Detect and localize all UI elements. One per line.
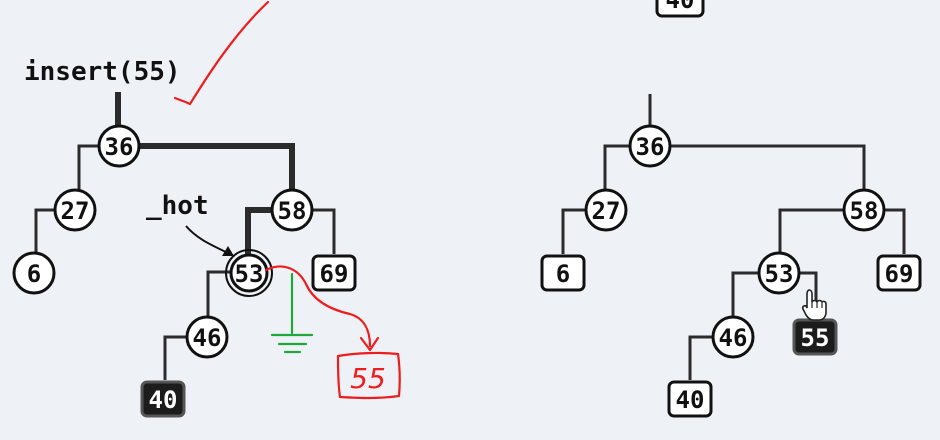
node-27-right: 27: [584, 188, 628, 232]
edge-58-53: [245, 207, 272, 256]
node-36-right: 36: [628, 124, 672, 168]
svg-text:36: 36: [636, 133, 665, 161]
node-55-new: 55: [792, 318, 838, 356]
svg-text:40: 40: [666, 0, 695, 14]
edge-36-58: [138, 143, 295, 190]
hand-cursor-icon: [801, 289, 827, 321]
node-40-right: 40: [667, 380, 713, 418]
node-46: 46: [185, 315, 229, 359]
check-mark-icon: [173, 0, 270, 106]
right-tree: 40 36 27 58 6 53: [540, 0, 922, 418]
svg-text:69: 69: [320, 260, 349, 288]
hot-label: _hot: [146, 191, 209, 221]
svg-text:40: 40: [149, 386, 178, 414]
edge-36-27-right: [603, 144, 630, 193]
node-6-right: 6: [540, 254, 586, 292]
node-36: 36: [97, 124, 141, 168]
svg-text:55: 55: [350, 362, 386, 395]
insert-caption: insert(55): [24, 57, 181, 87]
node-69: 69: [311, 254, 357, 292]
svg-text:27: 27: [61, 197, 90, 225]
svg-text:46: 46: [193, 324, 222, 352]
handwritten-node-55: 55: [336, 351, 401, 400]
svg-text:69: 69: [885, 260, 914, 288]
edge-46-40-right: [688, 335, 712, 380]
svg-text:27: 27: [592, 197, 621, 225]
node-46-right: 46: [711, 315, 755, 359]
svg-text:6: 6: [27, 260, 41, 288]
svg-text:58: 58: [278, 197, 307, 225]
node-58: 58: [270, 188, 314, 232]
svg-text:6: 6: [556, 260, 570, 288]
svg-text:58: 58: [850, 197, 879, 225]
edge-53-46-right: [731, 271, 759, 318]
node-40-highlighted: 40: [140, 380, 186, 418]
hot-arrow: [185, 225, 231, 255]
edge-36-27: [77, 144, 100, 193]
insert-path-arrowhead: [359, 336, 380, 352]
hot-arrow-head: [222, 246, 234, 256]
svg-text:53: 53: [235, 260, 264, 288]
node-58-right: 58: [842, 188, 886, 232]
node-69-right: 69: [876, 254, 922, 292]
node-53-right: 53: [757, 251, 801, 295]
edge-53-46: [206, 270, 230, 318]
edge-27-6-right: [561, 208, 585, 254]
edge-58-53-right: [778, 208, 843, 254]
node-6: 6: [12, 251, 56, 295]
edge-58-69-right: [883, 208, 906, 254]
edge-46-40: [163, 335, 186, 380]
svg-text:40: 40: [676, 386, 705, 414]
node-53-hot: 53: [225, 249, 273, 297]
insert-path-annotation: [264, 265, 372, 348]
edge-58-69: [310, 208, 336, 254]
left-tree: insert(55) _hot 36 27 58 6: [12, 0, 401, 418]
svg-text:55: 55: [801, 324, 830, 352]
edge-27-6: [34, 208, 54, 256]
ground-symbol-icon: [270, 272, 314, 354]
node-40-partial-top: 40: [655, 0, 705, 18]
edge-36-58-right: [669, 144, 866, 190]
svg-text:36: 36: [105, 133, 134, 161]
node-27: 27: [53, 188, 97, 232]
svg-text:53: 53: [765, 260, 794, 288]
svg-text:46: 46: [719, 324, 748, 352]
